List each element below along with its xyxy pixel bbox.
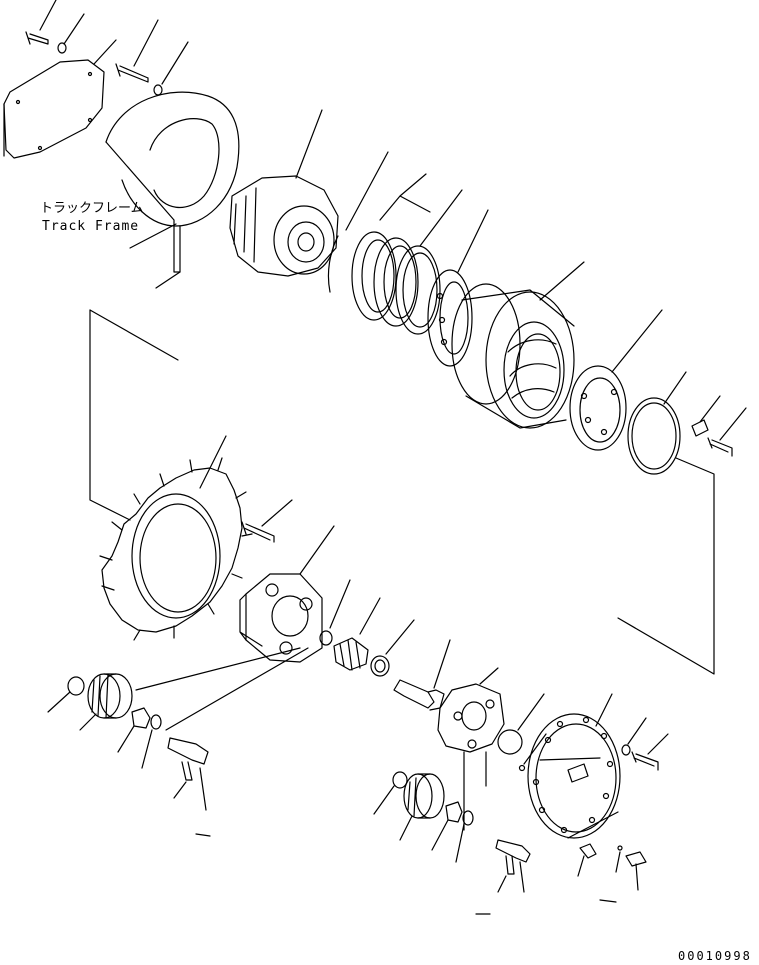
pin-shaft-right	[496, 840, 530, 892]
washer-left	[48, 677, 84, 712]
travel-motor	[230, 110, 338, 276]
hub-housing	[452, 262, 584, 428]
lock-plate	[692, 396, 720, 436]
leader-stub-1	[196, 834, 210, 836]
thrust-washer-left	[142, 715, 161, 768]
drawing-code: 00010998	[678, 949, 752, 963]
cover-plate	[4, 40, 116, 158]
track-frame-label-en: Track Frame	[42, 219, 139, 234]
washer-right	[374, 772, 407, 814]
floating-seal-o-ring	[328, 152, 388, 292]
sprocket-bracket	[90, 310, 178, 520]
bearing-right	[432, 802, 462, 850]
sprocket-bolt	[242, 500, 292, 542]
planet-gear-left	[80, 674, 132, 730]
sprocket	[100, 436, 252, 640]
cover-bolt	[632, 734, 668, 770]
sun-gear-shaft	[394, 640, 450, 710]
cover-bolt-1	[26, 0, 56, 44]
snap-ring	[498, 694, 544, 754]
cover-washer-1	[58, 14, 84, 53]
end-cover	[528, 694, 620, 838]
drain-plug	[578, 844, 596, 876]
main-bearing	[428, 210, 488, 366]
ball	[520, 766, 525, 771]
spacer-ring	[371, 620, 414, 676]
leader-stub-3	[600, 900, 616, 902]
cover-washer	[622, 718, 646, 755]
assembly-leader-right	[618, 458, 714, 674]
planet-carrier	[136, 526, 334, 690]
planet-gear-right	[400, 774, 444, 840]
level-plug	[616, 846, 622, 872]
pin-shaft-left	[168, 738, 208, 810]
plug	[626, 852, 646, 890]
track-frame-label-jp: トラックフレーム	[40, 201, 144, 216]
assembly-leader-left	[166, 648, 308, 730]
planet-carrier-2	[438, 668, 504, 830]
gear-ring	[570, 310, 662, 450]
track-frame	[106, 92, 239, 288]
cover-washer-2	[154, 42, 188, 95]
seal-ring	[396, 190, 462, 334]
bearing-left	[118, 708, 150, 752]
thrust-washer-right	[456, 811, 473, 862]
thrust-washer-small	[320, 580, 350, 645]
cover-bolt-2	[116, 20, 158, 82]
needle-bearing	[334, 598, 380, 670]
thrust-ring	[628, 372, 686, 474]
floating-seal-pair	[352, 174, 430, 326]
lock-bolt	[708, 408, 746, 456]
